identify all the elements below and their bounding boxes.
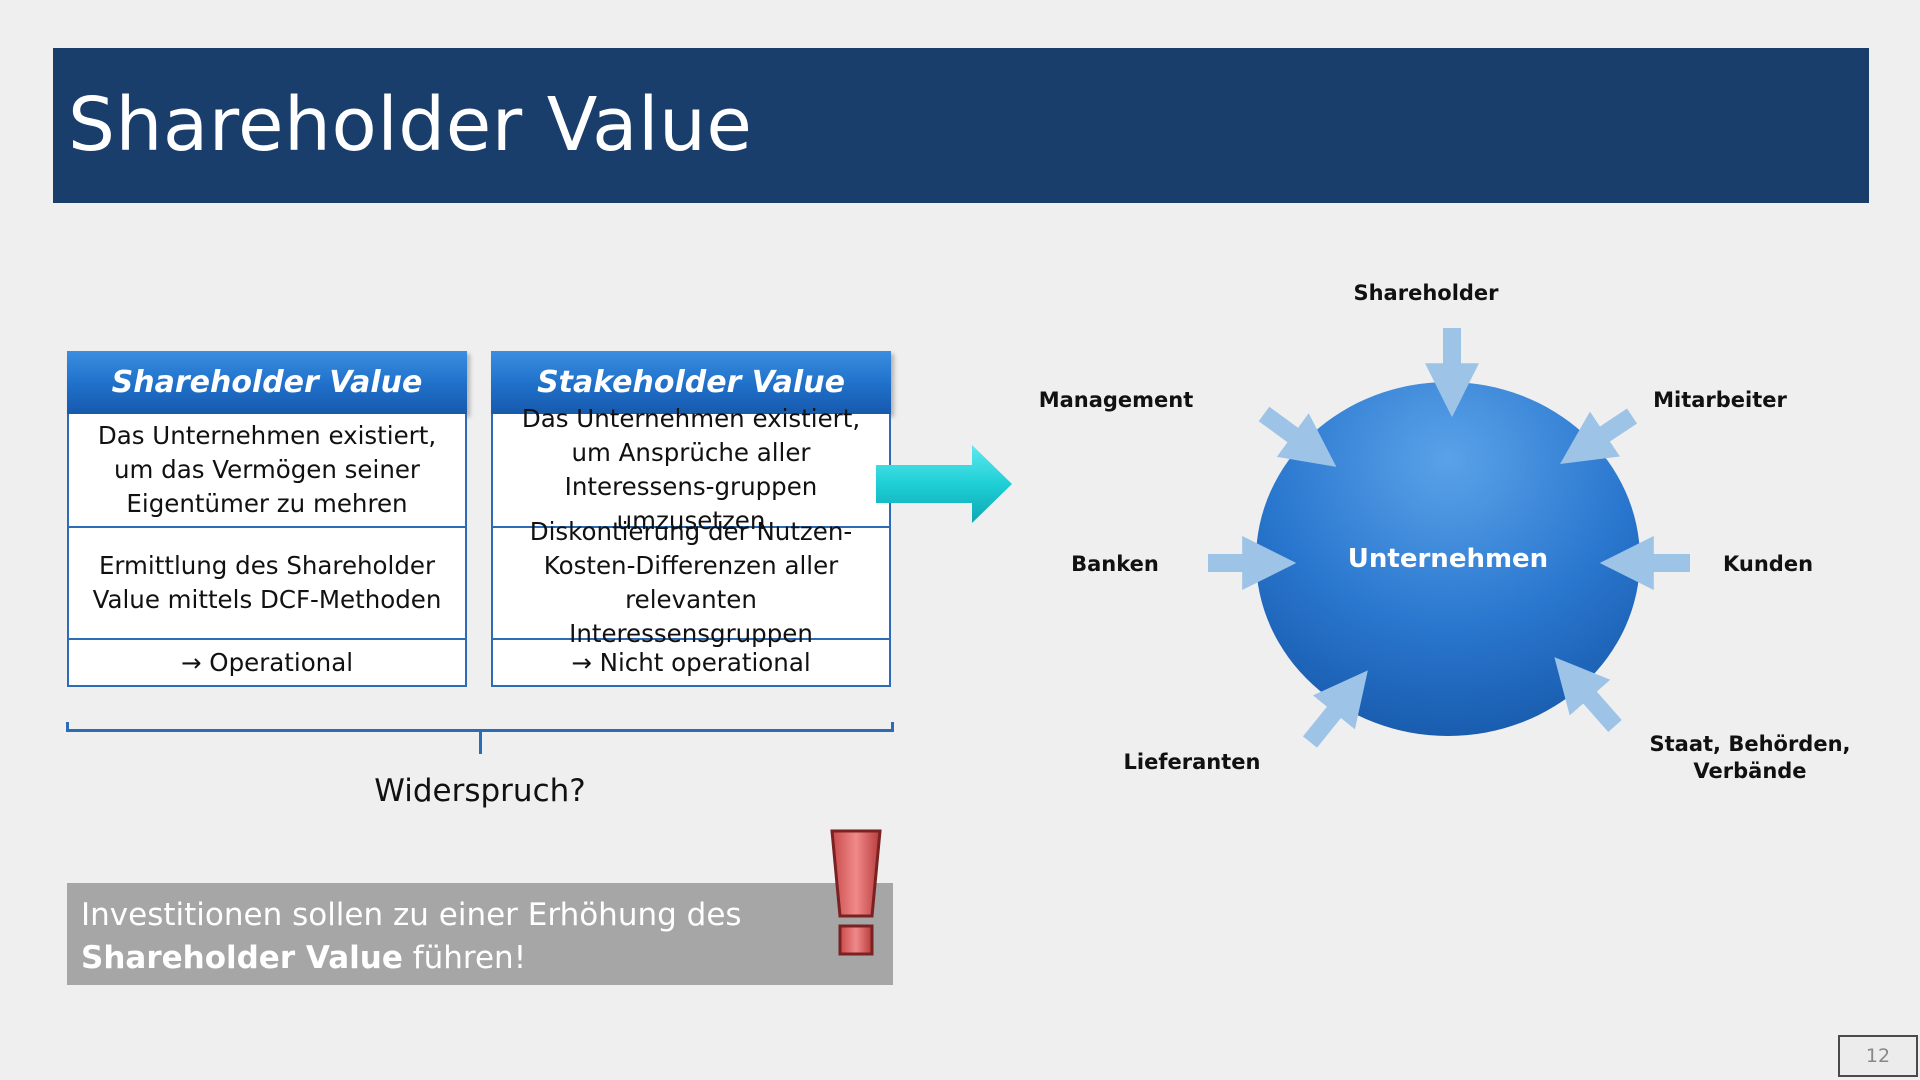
label-shareholder: Shareholder: [1353, 281, 1499, 305]
label-kunden: Kunden: [1722, 552, 1814, 576]
company-label: Unternehmen: [1348, 544, 1548, 574]
label-staat-line-1: Staat, Behörden,: [1649, 732, 1851, 756]
bracket-tick: [479, 730, 482, 754]
shareholder-definition: Das Unternehmen existiert, um das Vermög…: [67, 414, 467, 528]
arrow-right-icon: [876, 445, 1012, 523]
stakeholder-column: Stakeholder Value Das Unternehmen existi…: [491, 351, 891, 687]
stakeholder-heading: Stakeholder Value: [491, 351, 891, 414]
slide-title: Shareholder Value: [68, 82, 753, 168]
note-line-2: Shareholder Value führen!: [81, 937, 878, 980]
arrow-lieferanten: [1302, 670, 1368, 748]
note-box: Investitionen sollen zu einer Erhöhung d…: [67, 883, 893, 985]
stakeholder-status: → Nicht operational: [491, 640, 891, 687]
arrow-mitarbeiter: [1560, 408, 1637, 464]
page-number: 12: [1838, 1035, 1918, 1077]
arrow-management: [1258, 406, 1337, 467]
label-staat: Staat, Behörden, Verbände: [1640, 731, 1860, 785]
label-lieferanten: Lieferanten: [1123, 750, 1261, 774]
exclamation-icon: [830, 829, 882, 956]
label-staat-line-2: Verbände: [1693, 759, 1807, 783]
question-text: Widerspruch?: [374, 773, 586, 809]
note-line-1: Investitionen sollen zu einer Erhöhung d…: [81, 897, 742, 933]
shareholder-heading: Shareholder Value: [67, 351, 467, 414]
note-bold: Shareholder Value: [81, 940, 403, 976]
shareholder-status: → Operational: [67, 640, 467, 687]
label-management: Management: [1038, 388, 1194, 412]
note-rest: führen!: [402, 940, 527, 976]
label-mitarbeiter: Mitarbeiter: [1653, 388, 1787, 412]
shareholder-column: Shareholder Value Das Unternehmen existi…: [67, 351, 467, 687]
arrow-staat: [1554, 657, 1622, 732]
label-banken: Banken: [1071, 552, 1159, 576]
shareholder-method: Ermittlung des Shareholder Value mittels…: [67, 528, 467, 640]
title-bar: Shareholder Value: [53, 48, 1869, 203]
company-sphere: [1256, 382, 1640, 736]
